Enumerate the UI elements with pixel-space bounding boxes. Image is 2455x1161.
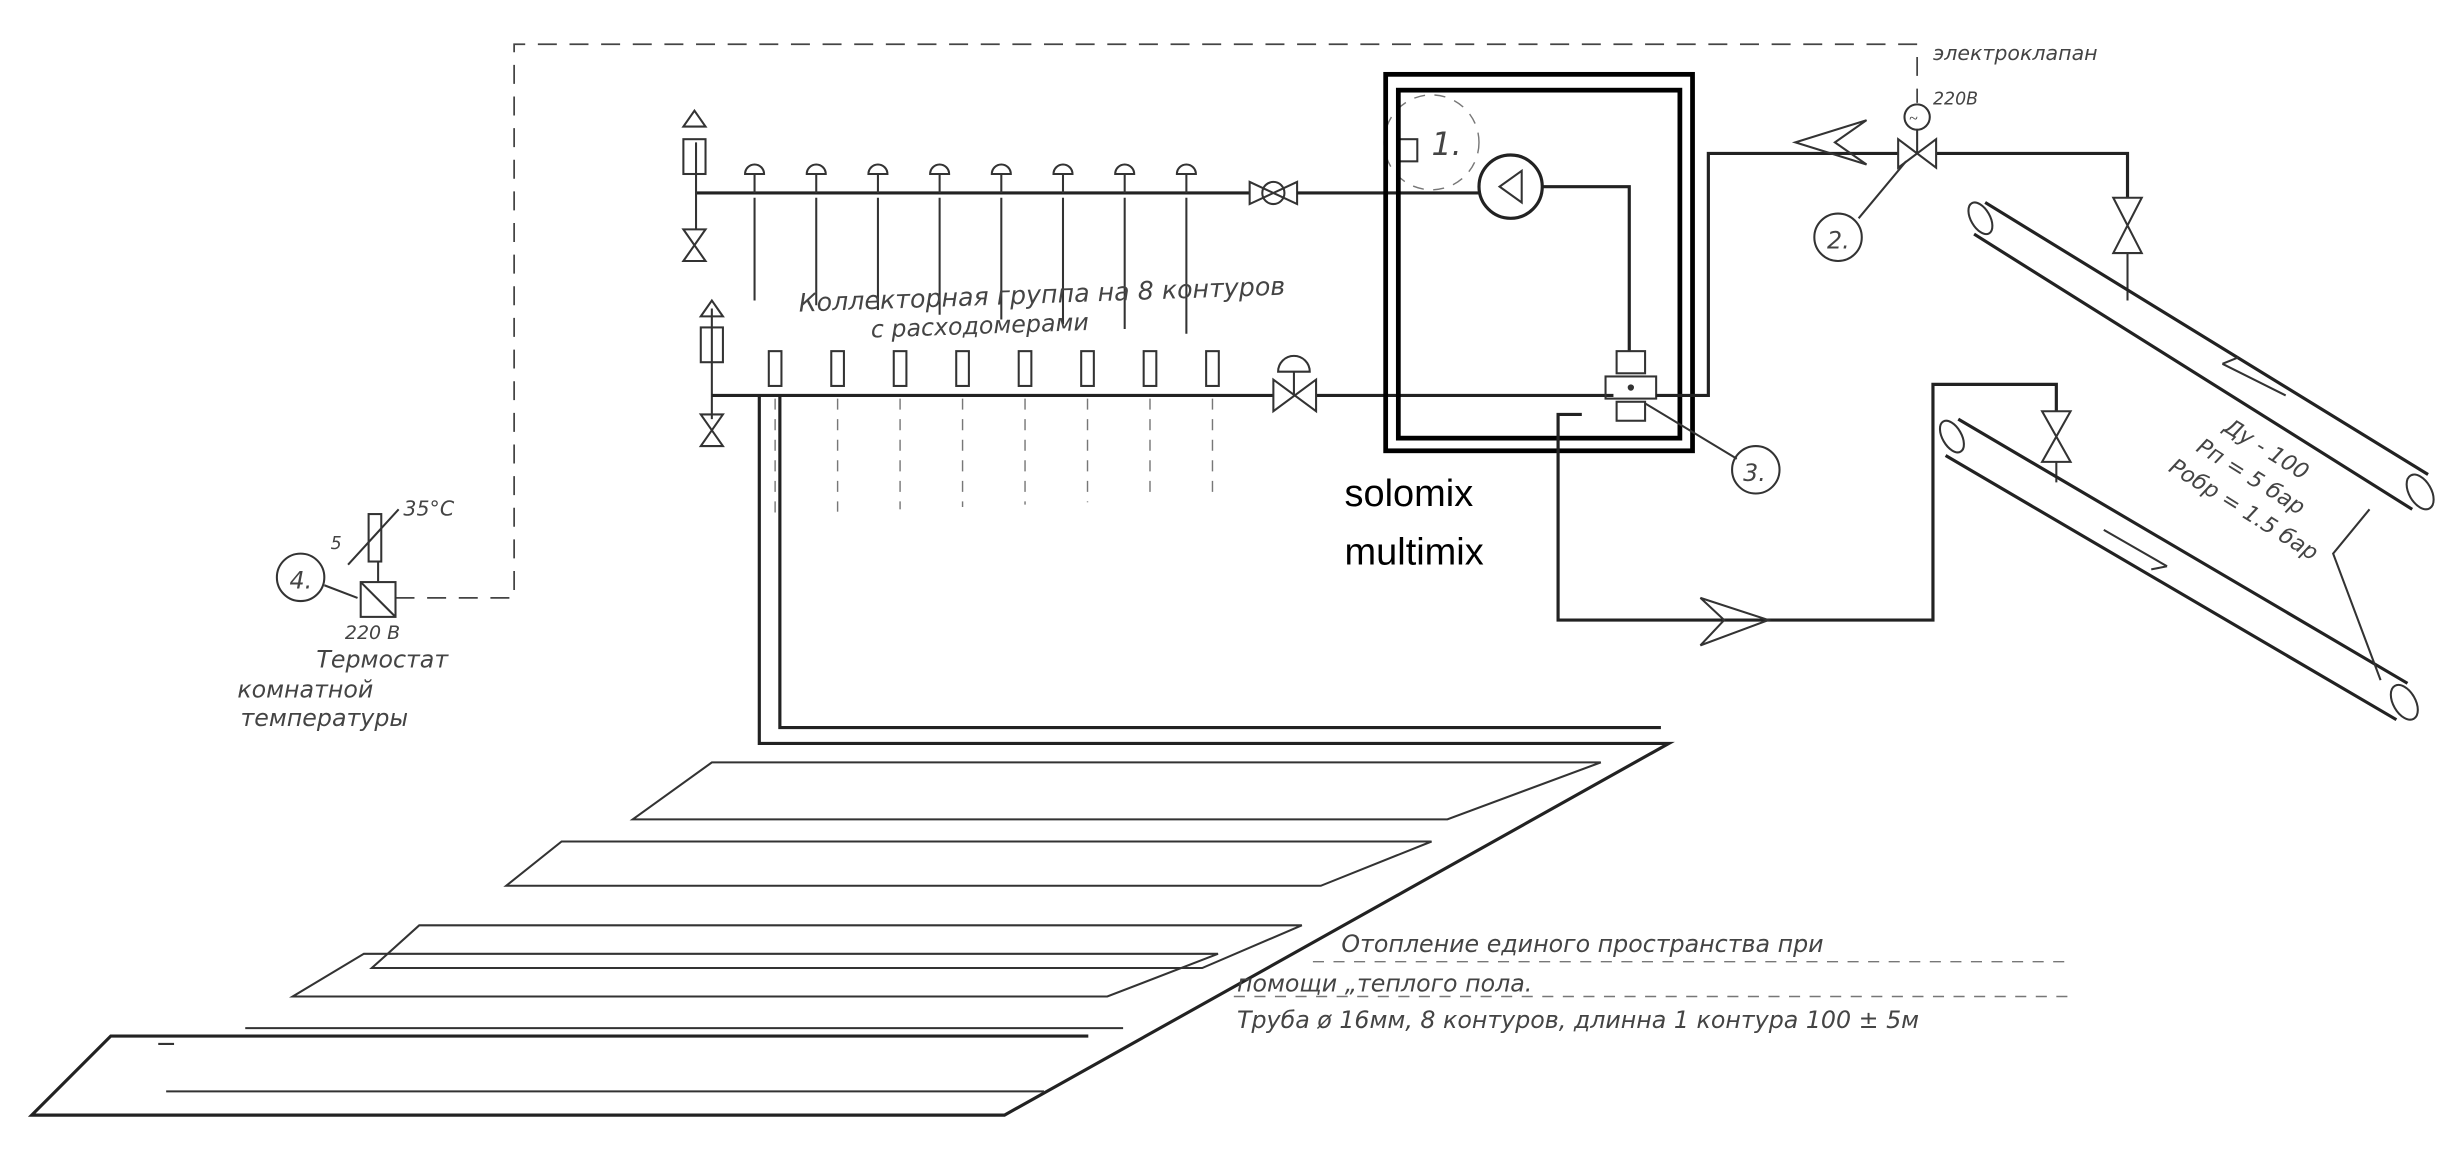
pipe-spec: Ду - 100 Рп = 5 бар Робр = 1.5 бар: [2164, 413, 2322, 566]
svg-text:Отопление единого пространства: Отопление единого пространства при: [1341, 930, 1823, 958]
manifold-label: Коллекторная группа на 8 контуров с расх…: [798, 272, 1286, 344]
callout-3: [1731, 445, 1781, 495]
svg-text:3.: 3.: [1743, 459, 1766, 487]
air-vent-cap: [867, 163, 889, 311]
flow-meter: [1080, 350, 1095, 387]
pump-icon: [1477, 153, 1544, 220]
svg-text:~: ~: [1909, 110, 1918, 127]
air-vent-cap: [744, 163, 766, 301]
mixer-box-inner: [1395, 87, 1683, 441]
mixer-box-outer: [1383, 71, 1695, 454]
callout-4: [275, 552, 326, 603]
room-thermostat: [323, 508, 400, 618]
main-pipes: [1938, 201, 2435, 722]
svg-text:температуры: температуры: [240, 704, 408, 732]
flow-meter: [1205, 350, 1220, 387]
mixer-label-multimix: multimix: [1345, 532, 1484, 574]
solenoid-voltage: 220В: [1933, 89, 1978, 109]
svg-text:комнатной: комнатной: [237, 676, 373, 704]
flow-meter: [955, 350, 970, 387]
mixer-label-solomix: solomix: [1345, 473, 1474, 515]
callout-2: [1813, 212, 1863, 263]
return-manifold: [698, 298, 1614, 515]
svg-text:35°C: 35°C: [403, 497, 454, 521]
air-vent-cap: [1175, 163, 1197, 334]
solenoid-valve: ~: [1897, 103, 1938, 170]
flow-arrow: [1791, 119, 1868, 166]
svg-text:220 В: 220 В: [345, 622, 400, 644]
control-wire: [395, 43, 1919, 599]
air-vent-cap: [1114, 163, 1136, 330]
svg-text:5: 5: [331, 534, 342, 554]
svg-text:4.: 4.: [290, 566, 313, 594]
svg-text:1.: 1.: [1432, 127, 1462, 163]
flow-arrow: [1699, 596, 1772, 647]
flow-meter: [1017, 350, 1033, 387]
flow-meter: [767, 350, 783, 387]
air-vent-cap: [929, 163, 951, 315]
air-vent-cap: [1052, 163, 1074, 325]
air-vent-cap: [805, 163, 827, 306]
underfloor-loops: [27, 395, 1675, 1117]
air-vent-cap: [990, 163, 1012, 320]
svg-text:2.: 2.: [1827, 226, 1850, 254]
supply-manifold: [681, 108, 1479, 334]
svg-text:помощи „теплого пола.: помощи „теплого пола.: [1237, 970, 1532, 998]
svg-text:Труба ø 16мм, 8 контуров, длин: Труба ø 16мм, 8 контуров, длинна 1 конту…: [1237, 1006, 1919, 1034]
notes: Отопление единого пространства при помощ…: [1233, 930, 2073, 1034]
svg-text:Термостат: Термостат: [316, 645, 449, 673]
flow-meter: [1142, 350, 1158, 387]
solenoid-valve-label: электроклапан: [1933, 41, 2098, 65]
flow-meter: [830, 350, 845, 387]
flow-meter: [892, 350, 908, 387]
mixing-valve: [1604, 350, 1658, 422]
